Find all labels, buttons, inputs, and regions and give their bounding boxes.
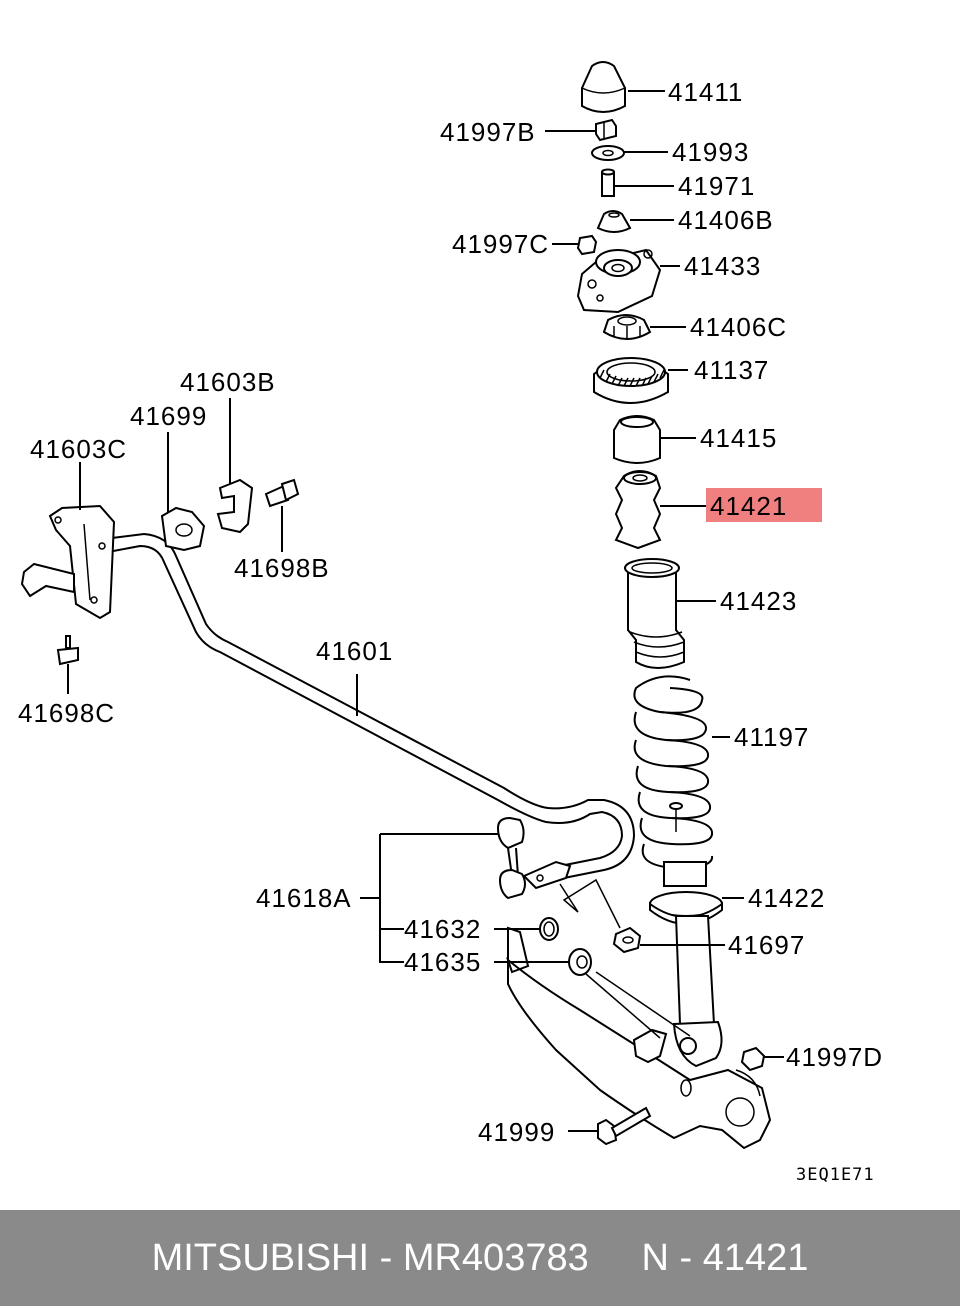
- part-41406B-bushing: [596, 210, 632, 233]
- part-41423-dust-boot: [624, 558, 685, 669]
- part-41632-ring: [539, 917, 559, 941]
- label-41997D: 41997D: [786, 1042, 883, 1072]
- label-41603B: 41603B: [180, 367, 276, 397]
- part-41993-washer: [591, 145, 625, 161]
- part-41421-bump-stopper: [614, 470, 662, 550]
- highlight-box-41421: [706, 488, 822, 522]
- part-41603B-clamp: [216, 478, 254, 534]
- part-41422-shock-absorber: [649, 861, 723, 1068]
- label-41415: 41415: [700, 423, 777, 453]
- part-41137-bearing: [593, 357, 669, 404]
- label-41997B: 41997B: [440, 117, 536, 147]
- label-41197: 41197: [734, 722, 809, 752]
- label-41137: 41137: [694, 355, 769, 385]
- label-41618A: 41618A: [256, 883, 352, 913]
- arm-bracket: [632, 1028, 668, 1064]
- label-41997C: 41997C: [452, 229, 549, 259]
- label-41601: 41601: [316, 636, 393, 666]
- part-41997D-nut: [740, 1046, 766, 1072]
- part-41699-bushing: [160, 506, 206, 552]
- footer-bar: MITSUBISHI - MR403783 N - 41421: [0, 1210, 960, 1306]
- part-41698C-bolt: [56, 635, 79, 666]
- part-41603C-bracket: [20, 504, 116, 620]
- part-41698B-bolt: [264, 478, 300, 508]
- label-41971: 41971: [678, 171, 755, 201]
- label-41999: 41999: [478, 1117, 555, 1147]
- label-41993: 41993: [672, 137, 749, 167]
- diagram-code: 3EQ1E71: [796, 1165, 875, 1185]
- part-41433-strut-mount: [576, 248, 662, 314]
- part-41415-cap: [613, 415, 661, 464]
- label-41406B: 41406B: [678, 205, 774, 235]
- part-41197-coil-spring: [633, 675, 714, 870]
- part-41601-stabilizer-bar: [107, 532, 636, 883]
- part-41635-bushing: [568, 948, 592, 976]
- label-41433: 41433: [684, 251, 761, 281]
- label-41697: 41697: [728, 930, 805, 960]
- part-41697-nut: [612, 926, 642, 954]
- label-41698B: 41698B: [234, 553, 330, 583]
- label-41698C: 41698C: [18, 698, 115, 728]
- part-41997C-nut: [576, 234, 598, 256]
- part-41406C-bushing: [602, 314, 652, 340]
- label-41422: 41422: [748, 883, 825, 913]
- label-41603C: 41603C: [30, 434, 127, 464]
- part-41999-bolt: [597, 1106, 652, 1146]
- part-41997B-nut: [595, 118, 617, 142]
- parts-diagram: 41411 41997B 41993 41971 41406B 41997C 4…: [18, 61, 883, 1185]
- footer-part-info: MITSUBISHI - MR403783 N - 41421: [151, 1236, 809, 1279]
- part-41618A-stabilizer-link: [496, 816, 572, 900]
- part-41971-collar: [601, 168, 615, 197]
- label-41699: 41699: [130, 401, 207, 431]
- label-41406C: 41406C: [690, 312, 787, 342]
- label-41423: 41423: [720, 586, 797, 616]
- label-41635: 41635: [404, 947, 481, 977]
- part-41411-bump-cap: [581, 61, 626, 113]
- lower-arm: [505, 926, 772, 1150]
- label-41421: 41421: [710, 491, 787, 521]
- label-41632: 41632: [404, 914, 481, 944]
- label-41411: 41411: [668, 77, 743, 107]
